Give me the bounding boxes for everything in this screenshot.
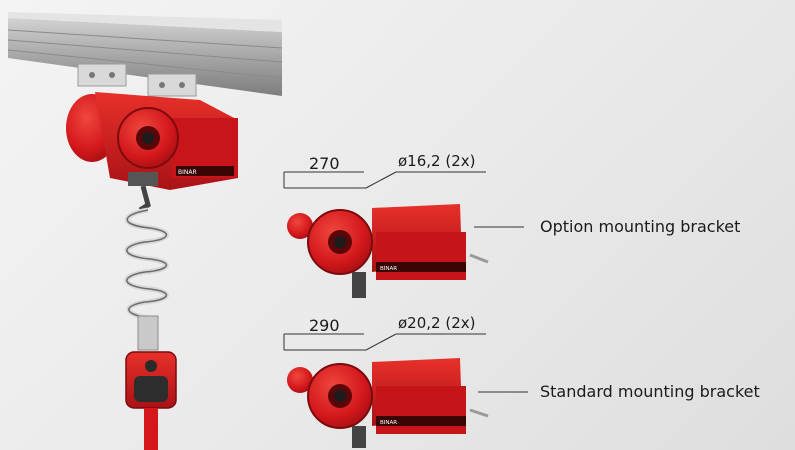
coiled-air-hose [124, 185, 169, 351]
bracket-label-option: Option mounting bracket [540, 217, 741, 236]
variant-standard-logo: BINAR [380, 420, 397, 426]
hoist-variant-option: BINAR [287, 204, 489, 298]
hoist-variant-standard: BINAR [287, 358, 489, 448]
dimension-lines-standard [283, 333, 486, 351]
hole-spec-option: ø16,2 (2x) [398, 152, 476, 170]
dimension-lines-option [283, 171, 486, 189]
trolley-brackets [77, 63, 197, 97]
bracket-label-standard: Standard mounting bracket [540, 382, 760, 401]
variant-option-logo: BINAR [380, 266, 397, 272]
overhead-rail [7, 12, 283, 96]
dimension-label-standard: 290 [309, 316, 340, 335]
hole-spec-standard: ø20,2 (2x) [398, 314, 476, 332]
main-hoist: BINAR [66, 92, 238, 190]
hoist-handle [125, 351, 177, 450]
main-hoist-logo: BINAR [178, 169, 197, 176]
dimension-label-option: 270 [309, 154, 340, 173]
